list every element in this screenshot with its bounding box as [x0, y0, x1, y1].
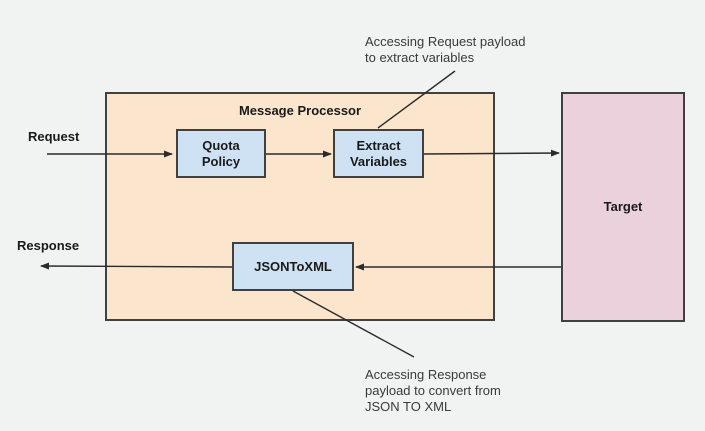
json-to-xml-node: JSONToXML [232, 242, 354, 291]
quota-policy-node: Quota Policy [176, 129, 266, 178]
response-flow-label: Response [17, 238, 80, 253]
json-to-xml-label: JSONToXML [254, 258, 332, 274]
message-processor-title: Message Processor [238, 103, 362, 118]
extract-variables-label: Extract Variables [349, 137, 408, 169]
extract-variables-node: Extract Variables [333, 129, 424, 178]
request-payload-annotation: Accessing Request payload to extract var… [365, 34, 526, 65]
quota-policy-label: Quota Policy [201, 137, 241, 169]
target-label: Target [603, 199, 643, 214]
request-flow-label: Request [28, 129, 80, 144]
response-payload-annotation: Accessing Response payload to convert fr… [365, 367, 501, 414]
target-node: Target [561, 92, 685, 322]
